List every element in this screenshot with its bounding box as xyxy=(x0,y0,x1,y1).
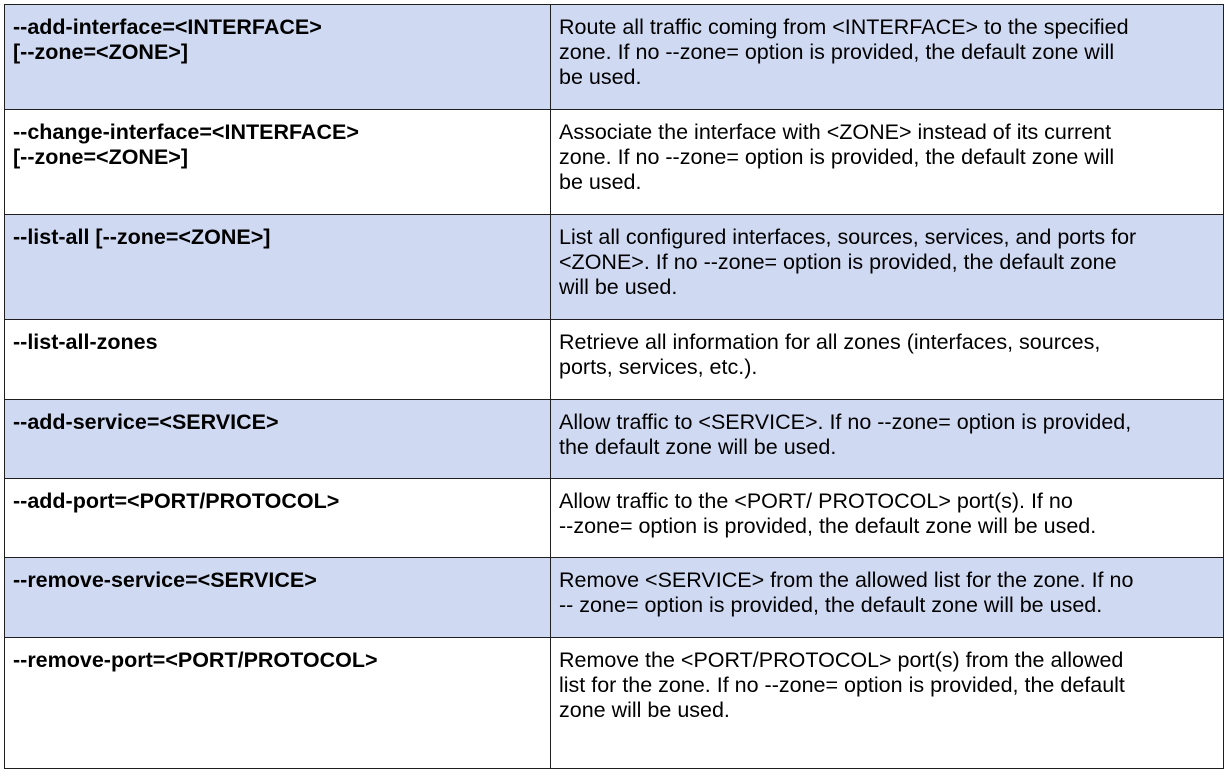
option-cell: --change-interface=<INTERFACE> [--zone=<… xyxy=(4,109,551,215)
table-row: --add-port=<PORT/PROTOCOL> Allow traffic… xyxy=(4,478,1224,558)
table-row: --add-interface=<INTERFACE> [--zone=<ZON… xyxy=(4,4,1224,110)
table-row: --remove-service=<SERVICE> Remove <SERVI… xyxy=(4,557,1224,638)
description-cell: Retrieve all information for all zones (… xyxy=(550,319,1224,400)
option-cell: --remove-port=<PORT/PROTOCOL> xyxy=(4,637,551,769)
option-cell: --list-all-zones xyxy=(4,319,551,400)
option-cell: --add-interface=<INTERFACE> [--zone=<ZON… xyxy=(4,4,551,110)
table-row: --list-all-zones Retrieve all informatio… xyxy=(4,319,1224,400)
description-cell: List all configured interfaces, sources,… xyxy=(550,214,1224,320)
description-cell: Allow traffic to <SERVICE>. If no --zone… xyxy=(550,399,1224,479)
option-cell: --add-service=<SERVICE> xyxy=(4,399,551,479)
table-row: --add-service=<SERVICE> Allow traffic to… xyxy=(4,399,1224,479)
description-cell: Allow traffic to the <PORT/ PROTOCOL> po… xyxy=(550,478,1224,558)
firewall-options-table: --add-interface=<INTERFACE> [--zone=<ZON… xyxy=(4,4,1224,769)
description-cell: Remove the <PORT/PROTOCOL> port(s) from … xyxy=(550,637,1224,769)
option-cell: --list-all [--zone=<ZONE>] xyxy=(4,214,551,320)
description-cell: Associate the interface with <ZONE> inst… xyxy=(550,109,1224,215)
description-cell: Route all traffic coming from <INTERFACE… xyxy=(550,4,1224,110)
table-row: --change-interface=<INTERFACE> [--zone=<… xyxy=(4,109,1224,215)
table-row: --list-all [--zone=<ZONE>] List all conf… xyxy=(4,214,1224,320)
table-row: --remove-port=<PORT/PROTOCOL> Remove the… xyxy=(4,637,1224,769)
description-cell: Remove <SERVICE> from the allowed list f… xyxy=(550,557,1224,638)
option-cell: --add-port=<PORT/PROTOCOL> xyxy=(4,478,551,558)
option-cell: --remove-service=<SERVICE> xyxy=(4,557,551,638)
